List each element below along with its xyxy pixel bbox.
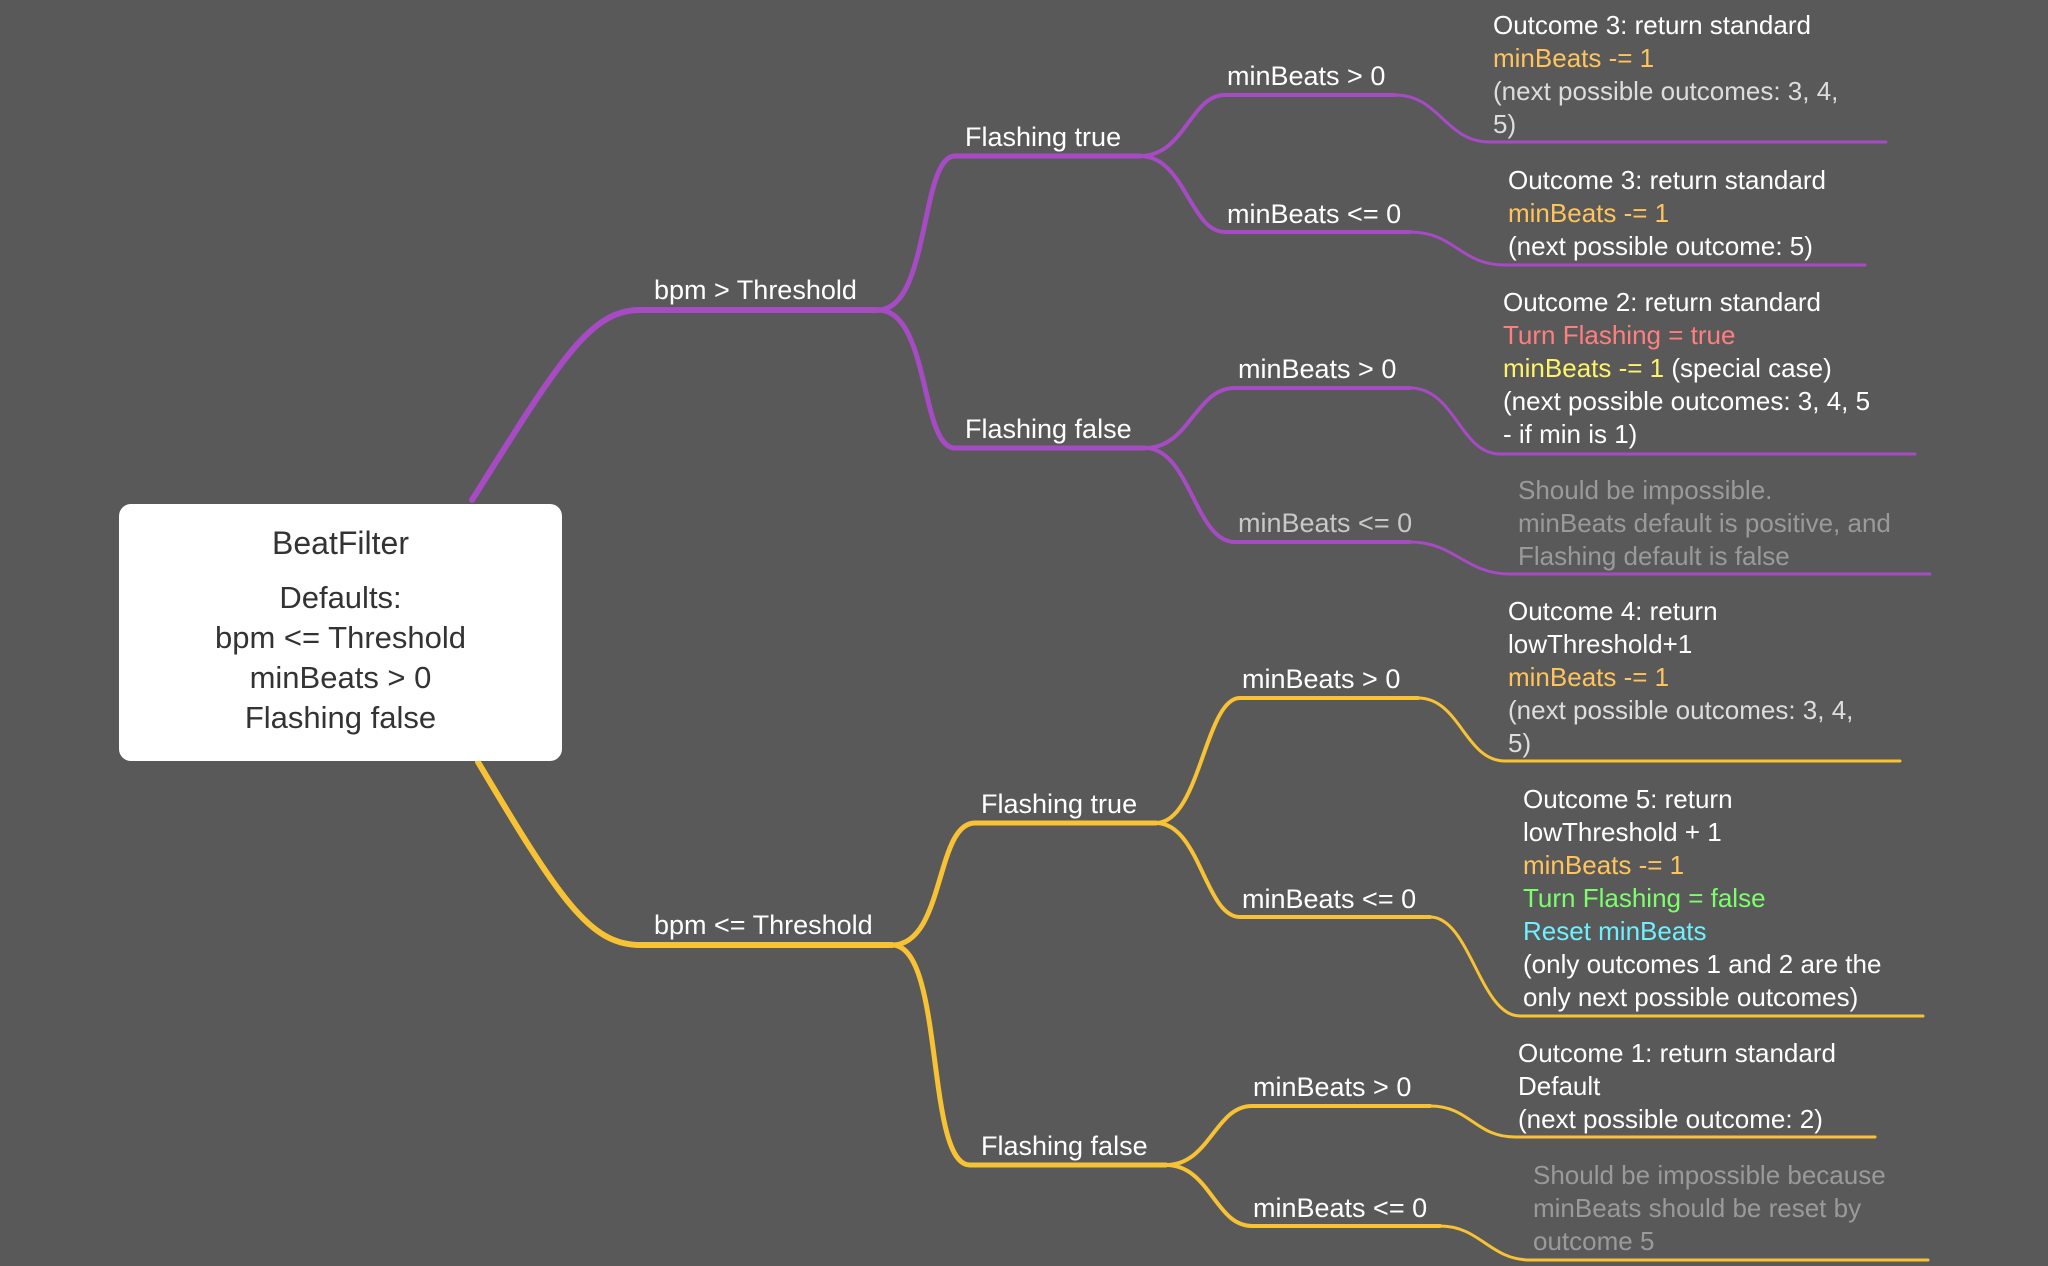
outcome-line-decrement: minBeats -= 1 [1508, 198, 1670, 228]
outcome-line: only next possible outcomes) [1523, 982, 1859, 1012]
outcome-3-flashing[interactable]: Outcome 3: return standard minBeats -= 1… [1493, 9, 1838, 141]
root-defaults-heading: Defaults: [279, 580, 402, 615]
outcome-line: Should be impossible. [1518, 475, 1773, 505]
root-title: BeatFilter [272, 525, 409, 561]
outcome-line: (next possible outcome: 5) [1508, 231, 1813, 261]
outcome-line: (next possible outcomes: 3, 4, [1508, 695, 1854, 725]
outcome-line: Default [1518, 1071, 1601, 1101]
outcome-line: (next possible outcomes: 3, 4, 5 [1503, 386, 1871, 416]
edge-outcome-2 [1408, 386, 1917, 456]
edge-bpm-le-flashing-false [889, 942, 1169, 1168]
outcome-line: (next possible outcome: 2) [1518, 1104, 1823, 1134]
edge-impossible-lower [1438, 1224, 1930, 1262]
outcome-5[interactable]: Outcome 5: return lowThreshold + 1 minBe… [1523, 783, 1881, 1014]
edge-outcome-4 [1416, 696, 1902, 763]
edge-bpm-gt-flashing-false [875, 307, 1148, 451]
outcome-1[interactable]: Outcome 1: return standard Default (next… [1518, 1037, 1836, 1136]
outcome-line: 5) [1493, 109, 1517, 139]
edge-uf-minbeats-pos [1143, 386, 1412, 450]
outcome-impossible-lower[interactable]: Should be impossible because minBeats sh… [1533, 1159, 1886, 1258]
root-default-flashing: Flashing false [244, 700, 437, 735]
outcome-line: Flashing default is false [1518, 541, 1790, 571]
root-default-bpm: bpm <= Threshold [214, 620, 467, 655]
outcome-line: lowThreshold+1 [1508, 629, 1693, 659]
root-defaults: Defaults: bpm <= Threshold minBeats > 0 … [119, 578, 562, 738]
outcome-2[interactable]: Outcome 2: return standard Turn Flashing… [1503, 286, 1870, 451]
node-uf-minbeats-pos[interactable]: minBeats > 0 [1238, 354, 1397, 384]
outcome-line-turn-flashing-on: Turn Flashing = true [1503, 320, 1736, 350]
outcome-4[interactable]: Outcome 4: return lowThreshold+1 minBeat… [1508, 595, 1853, 760]
root-node-beatfilter[interactable]: BeatFilter Defaults: bpm <= Threshold mi… [119, 504, 562, 761]
root-default-minbeats: minBeats > 0 [249, 660, 432, 695]
edge-uf-minbeats-nonpos [1143, 446, 1412, 544]
edge-lt-minbeats-pos [1154, 696, 1420, 825]
outcome-line-decrement: minBeats -= 1 [1503, 353, 1665, 383]
outcome-line-decrement: minBeats -= 1 [1508, 662, 1670, 692]
edge-impossible-upper [1408, 540, 1932, 576]
edge-bpm-le-flashing-true [889, 820, 1159, 948]
outcome-line: 5) [1508, 728, 1532, 758]
outcome-line-reset: Reset minBeats [1523, 916, 1707, 946]
edge-root-bpm-le [475, 759, 895, 948]
outcome-line: (next possible outcomes: 3, 4, [1493, 76, 1839, 106]
edge-outcome-3b [1408, 230, 1867, 267]
node-lf-minbeats-nonpos[interactable]: minBeats <= 0 [1253, 1193, 1428, 1223]
edge-bpm-gt-flashing-true [875, 153, 1143, 313]
edge-root-bpm-gt [469, 307, 881, 503]
outcome-line: Outcome 5: return [1523, 784, 1733, 814]
outcome-line-decrement: minBeats -= 1 [1493, 43, 1655, 73]
outcome-line: outcome 5 [1533, 1226, 1655, 1256]
node-upper-flashing-true[interactable]: Flashing true [965, 122, 1122, 152]
edge-ut-minbeats-pos [1138, 93, 1397, 158]
node-lt-minbeats-pos[interactable]: minBeats > 0 [1242, 664, 1401, 694]
outcome-line: - if min is 1) [1503, 419, 1638, 449]
edge-lf-minbeats-pos [1164, 1104, 1432, 1167]
node-lower-flashing-false[interactable]: Flashing false [981, 1131, 1148, 1161]
outcome-line: Should be impossible because [1533, 1160, 1886, 1190]
node-bpm-gt-threshold[interactable]: bpm > Threshold [654, 275, 857, 305]
outcome-line: minBeats default is positive, and [1518, 508, 1891, 538]
outcome-line: Outcome 2: return standard [1503, 287, 1821, 317]
edge-outcome-3a [1393, 93, 1888, 144]
outcome-line-turn-flashing-off: Turn Flashing = false [1523, 883, 1766, 913]
outcome-line-decrement: minBeats -= 1 [1523, 850, 1685, 880]
outcome-line: lowThreshold + 1 [1523, 817, 1722, 847]
edge-outcome-5 [1428, 915, 1925, 1018]
node-ut-minbeats-nonpos[interactable]: minBeats <= 0 [1227, 199, 1402, 229]
outcome-line: Outcome 4: return [1508, 596, 1718, 626]
edge-ut-minbeats-nonpos [1138, 154, 1412, 234]
edge-lt-minbeats-nonpos [1154, 821, 1432, 919]
node-lt-minbeats-nonpos[interactable]: minBeats <= 0 [1242, 884, 1417, 914]
node-lower-flashing-true[interactable]: Flashing true [981, 789, 1138, 819]
outcome-line: (only outcomes 1 and 2 are the [1523, 949, 1882, 979]
node-lf-minbeats-pos[interactable]: minBeats > 0 [1253, 1072, 1412, 1102]
node-upper-flashing-false[interactable]: Flashing false [965, 414, 1132, 444]
edge-outcome-1 [1428, 1104, 1877, 1139]
edge-lf-minbeats-nonpos [1164, 1163, 1442, 1228]
outcome-line-special: minBeats -= 1 (special case) [1503, 352, 1870, 385]
node-bpm-le-threshold[interactable]: bpm <= Threshold [654, 910, 873, 940]
outcome-impossible-upper[interactable]: Should be impossible. minBeats default i… [1518, 474, 1891, 573]
outcome-line: Outcome 3: return standard [1508, 165, 1826, 195]
node-ut-minbeats-pos[interactable]: minBeats > 0 [1227, 61, 1386, 91]
outcome-3-flashing-last[interactable]: Outcome 3: return standard minBeats -= 1… [1508, 164, 1826, 263]
outcome-line-special-case: (special case) [1664, 353, 1832, 383]
outcome-line: Outcome 1: return standard [1518, 1038, 1836, 1068]
outcome-line: Outcome 3: return standard [1493, 10, 1811, 40]
node-uf-minbeats-nonpos[interactable]: minBeats <= 0 [1238, 508, 1413, 538]
outcome-line: minBeats should be reset by [1533, 1193, 1862, 1223]
